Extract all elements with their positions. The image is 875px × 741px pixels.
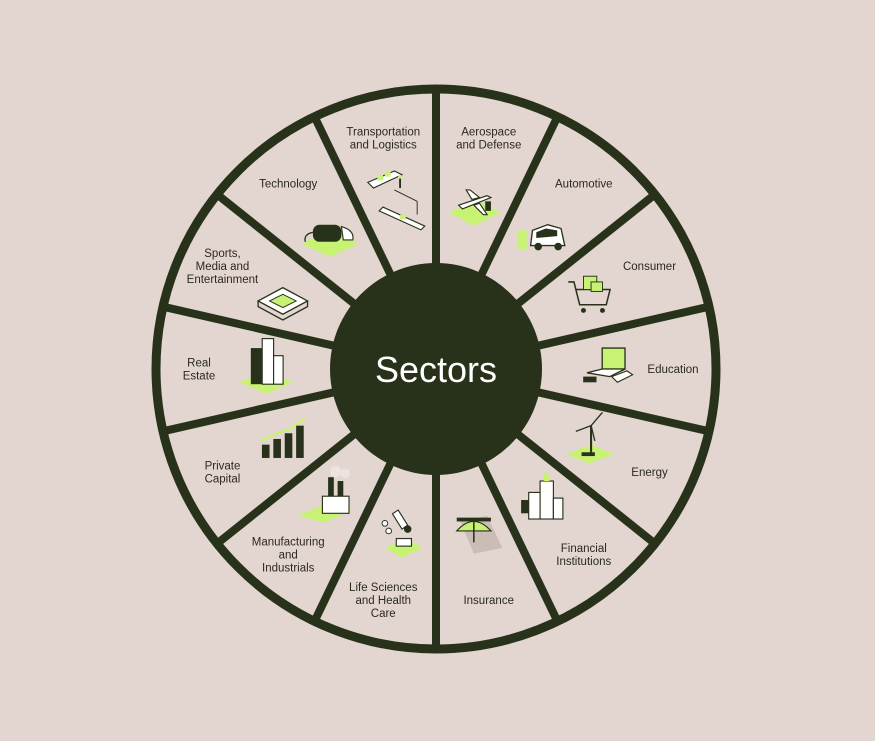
sector-label-line: Aerospace (461, 126, 516, 138)
sector-label-line: and Logistics (350, 139, 417, 151)
sector-label: Technology (259, 179, 317, 191)
spoke-line (534, 302, 710, 351)
center-title: Sectors (375, 349, 497, 390)
sector-consumer[interactable]: Consumer (568, 261, 676, 313)
skyscraper-icon (239, 338, 293, 394)
sector-label-line: Private (205, 460, 241, 472)
spoke-line (214, 429, 359, 547)
spoke-line (162, 387, 338, 436)
sector-insurance[interactable]: Insurance (455, 515, 514, 607)
ship-train-icon (366, 170, 426, 231)
sector-technology[interactable]: Technology (259, 179, 359, 257)
spoke-line (534, 387, 710, 436)
sector-label: Automotive (555, 179, 613, 191)
sector-label-line: Institutions (556, 556, 611, 568)
sector-label-line: and Health (355, 595, 411, 607)
spoke-line (476, 114, 562, 279)
sector-label-line: Media and (196, 261, 250, 273)
sector-label-line: Estate (183, 371, 216, 383)
sector-label: Consumer (623, 261, 676, 273)
factory-icon (297, 465, 353, 523)
spoke-line (214, 191, 359, 309)
laptop-icon (583, 347, 634, 383)
shopping-cart-icon (568, 275, 612, 313)
spoke-line (162, 302, 338, 351)
sector-label-line: Sports, (204, 248, 240, 260)
sector-energy[interactable]: Energy (566, 411, 668, 479)
sector-label-line: Financial (561, 543, 607, 555)
stadium-icon (256, 286, 309, 321)
airplane-icon (449, 189, 501, 227)
sector-label-line: and Defense (456, 139, 521, 151)
spoke-line (476, 459, 562, 624)
sector-label-line: Consumer (623, 261, 676, 273)
sector-label-line: Education (647, 364, 698, 376)
wind-turbine-icon (566, 411, 614, 464)
growth-chart-icon (259, 417, 307, 458)
spoke-line (513, 191, 658, 309)
car-icon (517, 223, 566, 251)
sector-label-line: Manufacturing (252, 536, 325, 548)
vr-headset-icon (301, 224, 359, 257)
sector-label-line: Transportation (346, 126, 420, 138)
sector-education[interactable]: Education (583, 347, 699, 383)
sector-label-line: Entertainment (187, 274, 259, 286)
sector-automotive[interactable]: Automotive (517, 179, 613, 251)
spoke-line (310, 114, 396, 279)
sector-label: Education (647, 364, 698, 376)
sector-label-line: Care (371, 608, 396, 620)
umbrella-icon (455, 515, 503, 554)
sector-label-line: Industrials (262, 562, 315, 574)
sector-label-line: Capital (205, 473, 241, 485)
spoke-line (513, 429, 658, 547)
sector-label-line: Insurance (463, 595, 514, 607)
sector-label-line: Life Sciences (349, 582, 418, 594)
bank-building-icon (521, 473, 564, 520)
sector-label-line: Automotive (555, 179, 613, 191)
wheel-spokes (162, 89, 710, 649)
spoke-line (310, 459, 396, 624)
sector-label-line: Energy (631, 467, 668, 479)
sector-label: Insurance (463, 595, 514, 607)
center-hub (330, 263, 542, 475)
sector-label-line: and (279, 549, 298, 561)
sector-label-line: Real (187, 358, 211, 370)
sector-label: Energy (631, 467, 668, 479)
sector-label-line: Technology (259, 179, 317, 191)
microscope-icon (381, 509, 423, 558)
